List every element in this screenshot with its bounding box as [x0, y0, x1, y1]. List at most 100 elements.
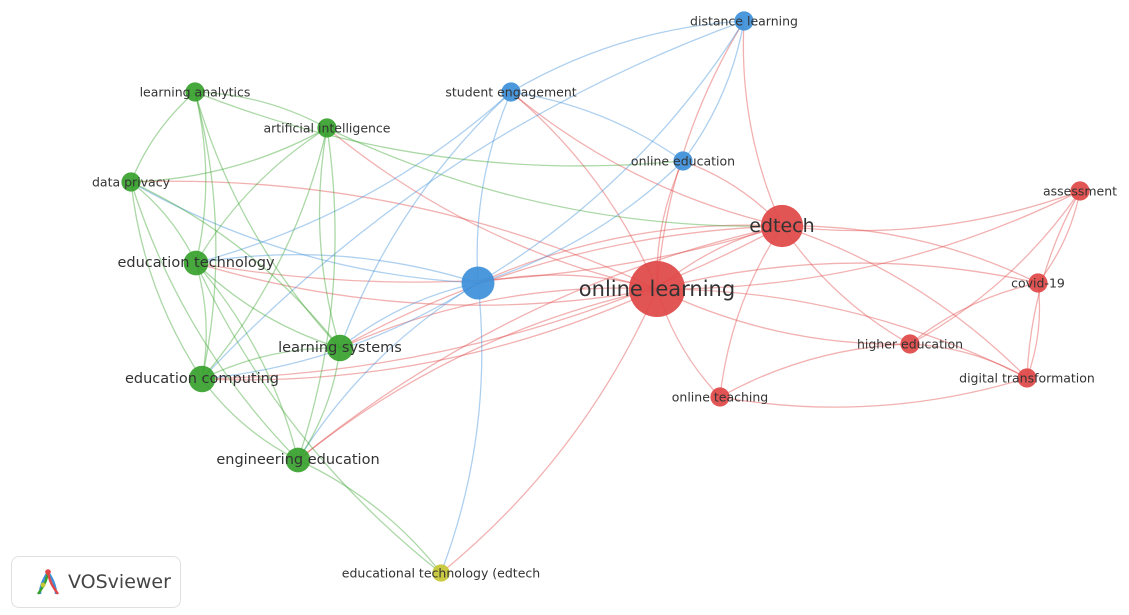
link-online_learning-learning_systems	[339, 287, 658, 349]
vosviewer-label: VOSviewer	[68, 571, 171, 593]
label-artificial_intelligence[interactable]: artificial intelligence	[263, 121, 390, 136]
link-blue_hub-educational_technology_edtech	[440, 282, 483, 574]
link-online_learning-education_technology	[195, 262, 658, 306]
node-data_privacy[interactable]	[121, 172, 141, 192]
node-online_teaching[interactable]	[710, 387, 730, 407]
link-online_learning-higher_education	[656, 288, 911, 345]
link-artificial_intelligence-data_privacy	[130, 127, 328, 183]
node-online_education[interactable]	[673, 151, 693, 171]
link-blue_hub-education_computing	[201, 282, 479, 380]
label-covid19[interactable]: covid-19	[1011, 276, 1065, 291]
links-layer	[130, 20, 1081, 574]
link-higher_education-digital_transformation	[909, 343, 1028, 379]
node-edtech[interactable]	[760, 204, 804, 248]
label-education_technology[interactable]: education technology	[117, 255, 274, 271]
link-student_engagement-education_technology	[195, 91, 512, 264]
vosviewer-logo-icon	[37, 569, 59, 595]
link-student_engagement-blue_hub	[476, 91, 512, 284]
link-edtech-engineering_education	[297, 225, 783, 461]
link-online_learning-educational_technology_edtech	[440, 288, 658, 574]
link-assessment-covid19	[1037, 190, 1081, 284]
link-edtech-covid19	[781, 225, 1039, 284]
node-learning_systems[interactable]	[326, 334, 354, 362]
link-online_learning-digital_transformation	[656, 288, 1028, 379]
link-higher_education-online_teaching	[719, 343, 911, 398]
label-assessment[interactable]: assessment	[1043, 184, 1117, 199]
link-assessment-higher_education	[909, 190, 1081, 345]
link-edtech-blue_hub	[477, 224, 783, 284]
link-edtech-digital_transformation	[781, 225, 1028, 379]
label-online_education[interactable]: online education	[631, 154, 735, 169]
node-education_computing[interactable]	[188, 365, 216, 393]
link-edtech-higher_education	[781, 225, 911, 345]
link-distance_learning-student_engagement	[510, 20, 745, 93]
node-assessment[interactable]	[1070, 181, 1090, 201]
link-education_computing-engineering_education	[201, 378, 299, 461]
link-edtech-online_teaching	[719, 225, 783, 398]
label-higher_education[interactable]: higher education	[857, 337, 963, 352]
link-education_technology-engineering_education	[195, 262, 299, 461]
node-online_learning[interactable]	[629, 261, 685, 317]
link-data_privacy-engineering_education	[130, 181, 299, 461]
label-distance_learning[interactable]: distance learning	[690, 14, 798, 29]
link-distance_learning-online_education	[682, 20, 745, 162]
node-engineering_education[interactable]	[285, 447, 311, 473]
link-learning_analytics-artificial_intelligence	[194, 91, 328, 129]
link-online_learning-covid19	[656, 262, 1039, 290]
link-blue_hub-data_privacy	[130, 181, 479, 284]
node-learning_analytics[interactable]	[185, 82, 205, 102]
node-covid19[interactable]	[1028, 273, 1048, 293]
link-edtech-education_computing	[201, 225, 783, 380]
link-learning_analytics-education_computing	[194, 91, 217, 380]
link-artificial_intelligence-education_computing	[201, 127, 328, 380]
label-online_learning[interactable]: online learning	[579, 277, 735, 301]
link-online_learning-data_privacy	[130, 180, 658, 290]
link-education_technology-learning_systems	[195, 262, 341, 349]
label-data_privacy[interactable]: data privacy	[92, 175, 171, 190]
link-student_engagement-learning_systems	[339, 91, 512, 349]
link-edtech-distance_learning	[742, 20, 783, 227]
vosviewer-badge: VOSviewer	[11, 556, 181, 608]
label-learning_analytics[interactable]: learning analytics	[140, 85, 251, 100]
link-covid19-higher_education	[909, 282, 1039, 345]
link-online_learning-engineering_education	[297, 288, 658, 461]
link-blue_hub-education_technology	[195, 253, 479, 284]
link-online_learning-student_engagement	[510, 91, 658, 290]
link-learning_analytics-learning_systems	[194, 91, 341, 349]
label-online_teaching[interactable]: online teaching	[672, 390, 768, 405]
node-educational_technology_edtech[interactable]	[432, 564, 450, 582]
label-edtech[interactable]: edtech	[749, 215, 814, 237]
link-student_engagement-online_education	[510, 91, 684, 162]
link-online_learning-artificial_intelligence	[326, 127, 658, 290]
node-education_technology[interactable]	[183, 250, 209, 276]
link-online_learning-assessment	[656, 190, 1081, 290]
label-digital_transformation[interactable]: digital transformation	[959, 371, 1095, 386]
label-educational_technology_edtech[interactable]: educational technology (edtech	[342, 566, 540, 581]
label-learning_systems[interactable]: learning systems	[278, 340, 402, 356]
label-education_computing[interactable]: education computing	[125, 371, 279, 387]
link-data_privacy-education_technology	[130, 181, 197, 264]
node-higher_education[interactable]	[900, 334, 920, 354]
label-engineering_education[interactable]: engineering education	[216, 452, 379, 468]
node-distance_learning[interactable]	[734, 11, 754, 31]
link-learning_systems-education_computing	[201, 347, 341, 380]
label-student_engagement[interactable]: student engagement	[445, 85, 576, 100]
nodes-layer	[121, 11, 1090, 582]
link-artificial_intelligence-education_technology	[195, 127, 328, 264]
link-online_education-blue_hub	[477, 160, 684, 284]
node-student_engagement[interactable]	[501, 82, 521, 102]
link-online_learning-education_computing	[201, 288, 658, 381]
link-blue_hub-engineering_education	[297, 282, 479, 461]
link-engineering_education-educational_technology_edtech	[297, 459, 442, 574]
node-artificial_intelligence[interactable]	[317, 118, 337, 138]
link-education_technology-educational_technology_edtech	[195, 262, 442, 574]
link-data_privacy-education_computing	[130, 181, 203, 380]
link-learning_analytics-data_privacy	[130, 91, 196, 183]
link-data_privacy-learning_systems	[130, 181, 341, 349]
link-online_learning-distance_learning	[656, 20, 745, 290]
node-digital_transformation[interactable]	[1017, 368, 1037, 388]
node-blue_hub[interactable]	[461, 266, 495, 300]
link-distance_learning-blue_hub	[477, 20, 745, 284]
link-edtech-student_engagement	[510, 91, 783, 227]
